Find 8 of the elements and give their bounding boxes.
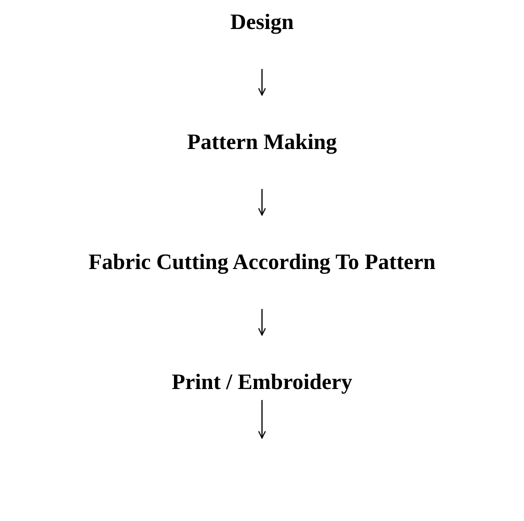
arrow: [258, 189, 266, 216]
arrow: [258, 309, 266, 336]
step-label: Design: [230, 8, 294, 36]
arrow: [258, 400, 266, 439]
step-label: Pattern Making: [187, 128, 337, 156]
step-label: Fabric Cutting According To Pattern: [88, 248, 436, 276]
arrow: [258, 69, 266, 96]
step-label: Print / Embroidery: [172, 368, 352, 396]
